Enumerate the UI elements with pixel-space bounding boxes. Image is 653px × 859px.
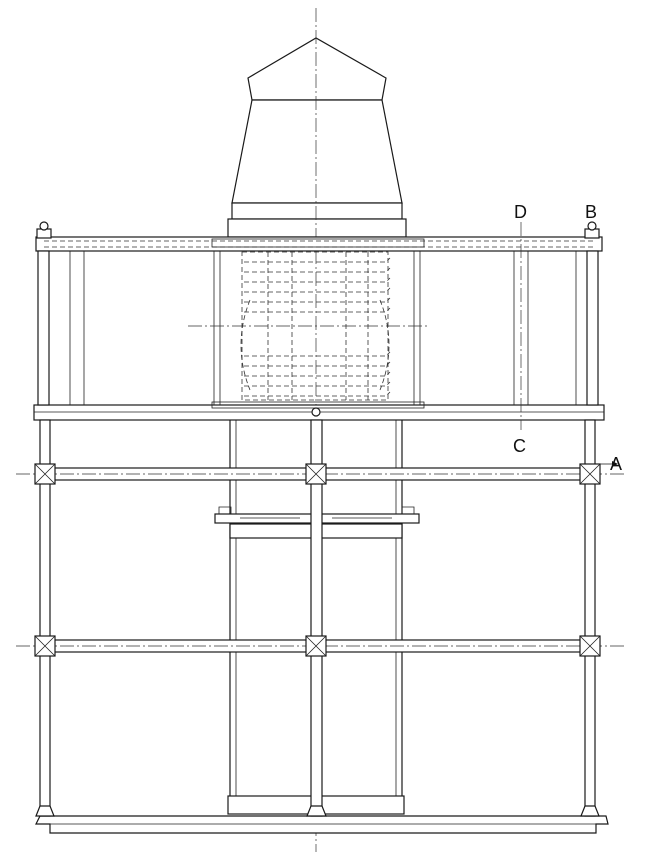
upper-frame	[33, 236, 605, 421]
label-b: B	[585, 202, 597, 222]
joint-cross	[34, 635, 56, 657]
louvre-blade	[244, 287, 391, 293]
louvre-blade	[244, 277, 391, 283]
roof-cap	[247, 37, 387, 101]
louvre-blade	[244, 267, 391, 273]
column-feet	[35, 805, 600, 817]
top-bolt-left	[36, 221, 52, 239]
right-column	[584, 250, 599, 817]
beam-joints	[34, 463, 601, 657]
louvre-blade	[244, 381, 391, 387]
joint-cross	[305, 463, 327, 485]
joint-cross	[34, 463, 56, 485]
arrow-a	[596, 461, 618, 467]
louvre-blade	[244, 297, 391, 303]
left-column	[37, 250, 51, 817]
joint-cross	[305, 635, 327, 657]
louvre-blade	[244, 257, 391, 263]
louvre-blade	[244, 371, 391, 377]
top-bolt-right	[584, 221, 600, 239]
top-bolt-center	[311, 407, 321, 417]
conical-chimney	[227, 99, 407, 238]
label-c: C	[513, 436, 526, 456]
base-plate	[35, 815, 609, 834]
joint-cross	[579, 463, 601, 485]
louvre-blade	[244, 391, 391, 397]
louvre-blade	[244, 351, 391, 357]
louvre-blade	[244, 307, 391, 313]
label-d: D	[514, 202, 527, 222]
louvre-blade	[244, 361, 391, 367]
joint-cross	[579, 635, 601, 657]
